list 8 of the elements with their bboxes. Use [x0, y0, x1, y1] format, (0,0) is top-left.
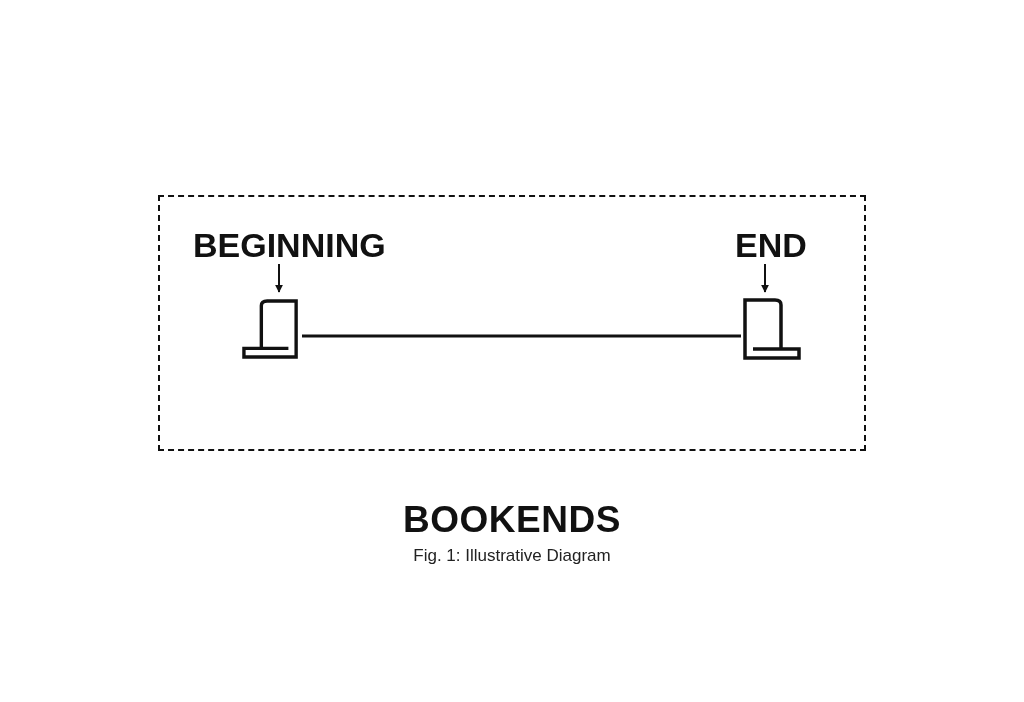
- dashed-frame: [158, 195, 866, 451]
- node-label: END: [735, 228, 808, 262]
- connector-line: [302, 334, 741, 338]
- diagram-title: BOOKENDS: [402, 500, 622, 540]
- arrow: [275, 263, 283, 293]
- figure-caption: Fig. 1: Illustrative Diagram: [412, 546, 612, 566]
- arrow: [761, 263, 769, 293]
- node-label: BEGINNING: [193, 228, 387, 262]
